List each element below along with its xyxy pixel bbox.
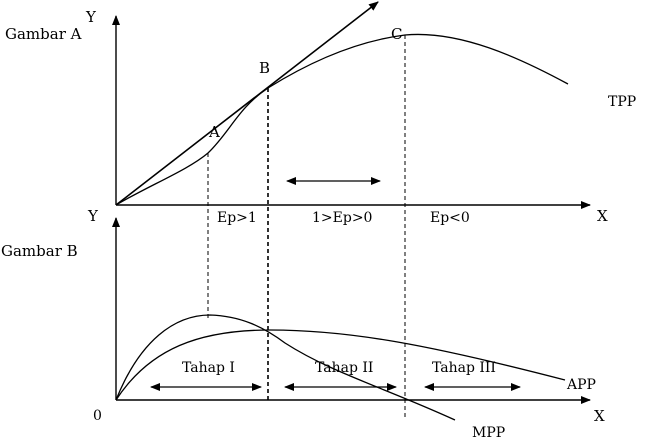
stage-2-label: Tahap II xyxy=(315,360,373,376)
zone-negative-label: Ep<0 xyxy=(430,210,470,226)
point-a-label: A xyxy=(208,123,220,141)
app-label: APP xyxy=(566,377,596,393)
app-curve xyxy=(115,329,566,401)
panel-a-title: Gambar A xyxy=(5,25,82,43)
origin-label: 0 xyxy=(93,408,102,424)
panel-b-y-label: Y xyxy=(87,207,99,225)
point-b-label: B xyxy=(259,59,270,77)
zone-inelastic-label: 1>Ep>0 xyxy=(312,210,372,226)
stage-1-label: Tahap I xyxy=(182,360,235,376)
panel-b-x-label: X xyxy=(594,407,605,425)
tangent-ray xyxy=(115,1,379,206)
zone-elastic-label: Ep>1 xyxy=(217,210,257,226)
panel-b: Gambar B Y X 0 Tahap I Tahap II Tahap II… xyxy=(1,207,605,438)
tpp-label: TPP xyxy=(608,94,636,110)
panel-a-x-label: X xyxy=(597,207,608,225)
stage-3-label: Tahap III xyxy=(432,360,496,376)
panel-b-title: Gambar B xyxy=(1,242,78,260)
mpp-curve xyxy=(115,314,456,421)
panel-a: Gambar A Y X A B C TPP Ep>1 1>Ep>0 Ep<0 xyxy=(5,1,636,420)
mpp-label: MPP xyxy=(472,425,505,438)
point-c-label: C xyxy=(391,25,402,43)
panel-a-y-label: Y xyxy=(85,8,97,26)
tpp-curve xyxy=(115,33,569,206)
